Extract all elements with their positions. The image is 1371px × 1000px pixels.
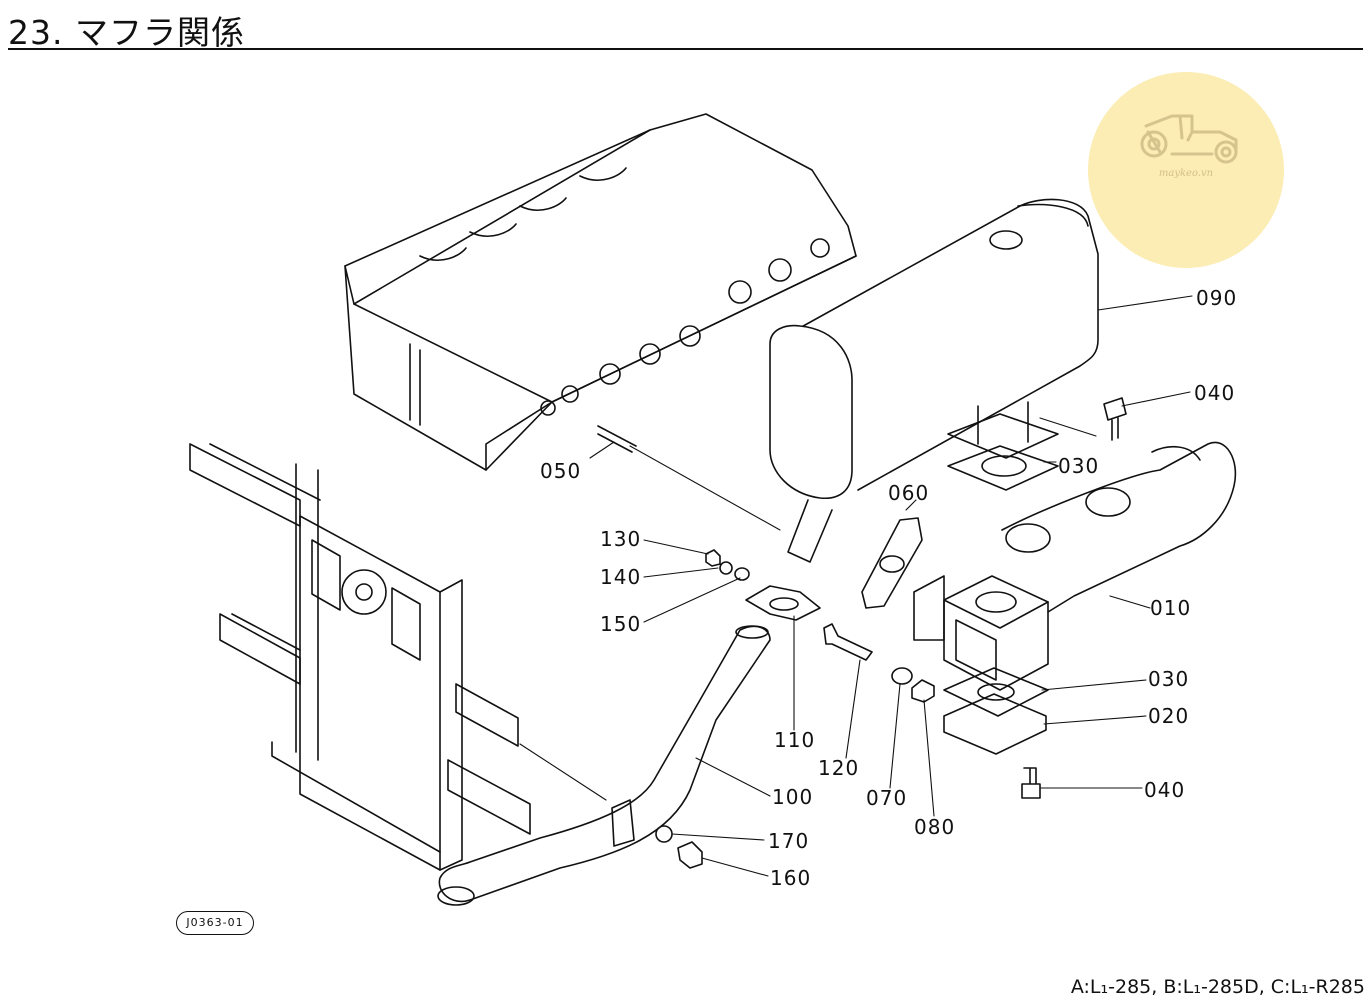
callout-050: 050 bbox=[540, 459, 582, 483]
callout-150: 150 bbox=[600, 612, 642, 636]
drawing-code: J0363-01 bbox=[176, 911, 254, 935]
callout-040-upper: 040 bbox=[1194, 381, 1236, 405]
bolt-040-lower-drawing bbox=[1021, 767, 1041, 799]
bolt-040-upper-drawing bbox=[1103, 397, 1127, 441]
nut-130-drawing bbox=[705, 549, 721, 567]
nut-080-drawing bbox=[911, 679, 935, 703]
cylinder-head-drawing bbox=[344, 113, 857, 471]
engine-bracket-drawing bbox=[189, 443, 531, 871]
washer-070-drawing bbox=[891, 667, 913, 685]
exhaust-manifold-drawing bbox=[913, 441, 1237, 691]
flange-110-drawing bbox=[745, 585, 821, 621]
page-header: 23. マフラ関係 bbox=[0, 0, 1371, 52]
flange-020-drawing bbox=[943, 693, 1047, 755]
bolt-160-drawing bbox=[677, 841, 703, 869]
callout-160: 160 bbox=[770, 866, 812, 890]
stud-050-drawing bbox=[597, 425, 637, 453]
gasket-060-drawing bbox=[861, 517, 923, 609]
model-applicability: A:L₁-285, B:L₁-285D, C:L₁-R285 bbox=[1070, 976, 1365, 998]
lock-washer-140-drawing bbox=[719, 561, 733, 575]
watermark-logo: maykeo.vn bbox=[1088, 72, 1284, 268]
tail-pipe-100-drawing bbox=[438, 625, 771, 903]
page-title: 23. マフラ関係 bbox=[8, 13, 245, 52]
callout-040-lower: 040 bbox=[1144, 778, 1186, 802]
callout-110: 110 bbox=[774, 728, 816, 752]
muffler-drawing bbox=[769, 198, 1099, 563]
tractor-icon bbox=[1140, 114, 1238, 164]
callout-010: 010 bbox=[1150, 596, 1192, 620]
callout-140: 140 bbox=[600, 565, 642, 589]
title-rule bbox=[8, 48, 1363, 50]
exploded-parts-diagram bbox=[189, 113, 1237, 906]
callout-060: 060 bbox=[888, 481, 930, 505]
callout-020: 020 bbox=[1148, 704, 1190, 728]
callout-170: 170 bbox=[768, 829, 810, 853]
callout-030-upper: 030 bbox=[1058, 454, 1100, 478]
callout-130: 130 bbox=[600, 527, 642, 551]
callout-030-lower: 030 bbox=[1148, 667, 1190, 691]
callout-120: 120 bbox=[818, 756, 860, 780]
logo-text: maykeo.vn bbox=[1158, 168, 1214, 179]
washer-150-drawing bbox=[734, 567, 750, 581]
callout-070: 070 bbox=[866, 786, 908, 810]
bolt-120-drawing bbox=[823, 623, 873, 661]
callout-090: 090 bbox=[1196, 286, 1238, 310]
gasket-030-lower-drawing bbox=[943, 667, 1049, 717]
washer-170-drawing bbox=[655, 825, 673, 843]
callout-100: 100 bbox=[772, 785, 814, 809]
clamp-drawing bbox=[611, 799, 635, 847]
callout-080: 080 bbox=[914, 815, 956, 839]
